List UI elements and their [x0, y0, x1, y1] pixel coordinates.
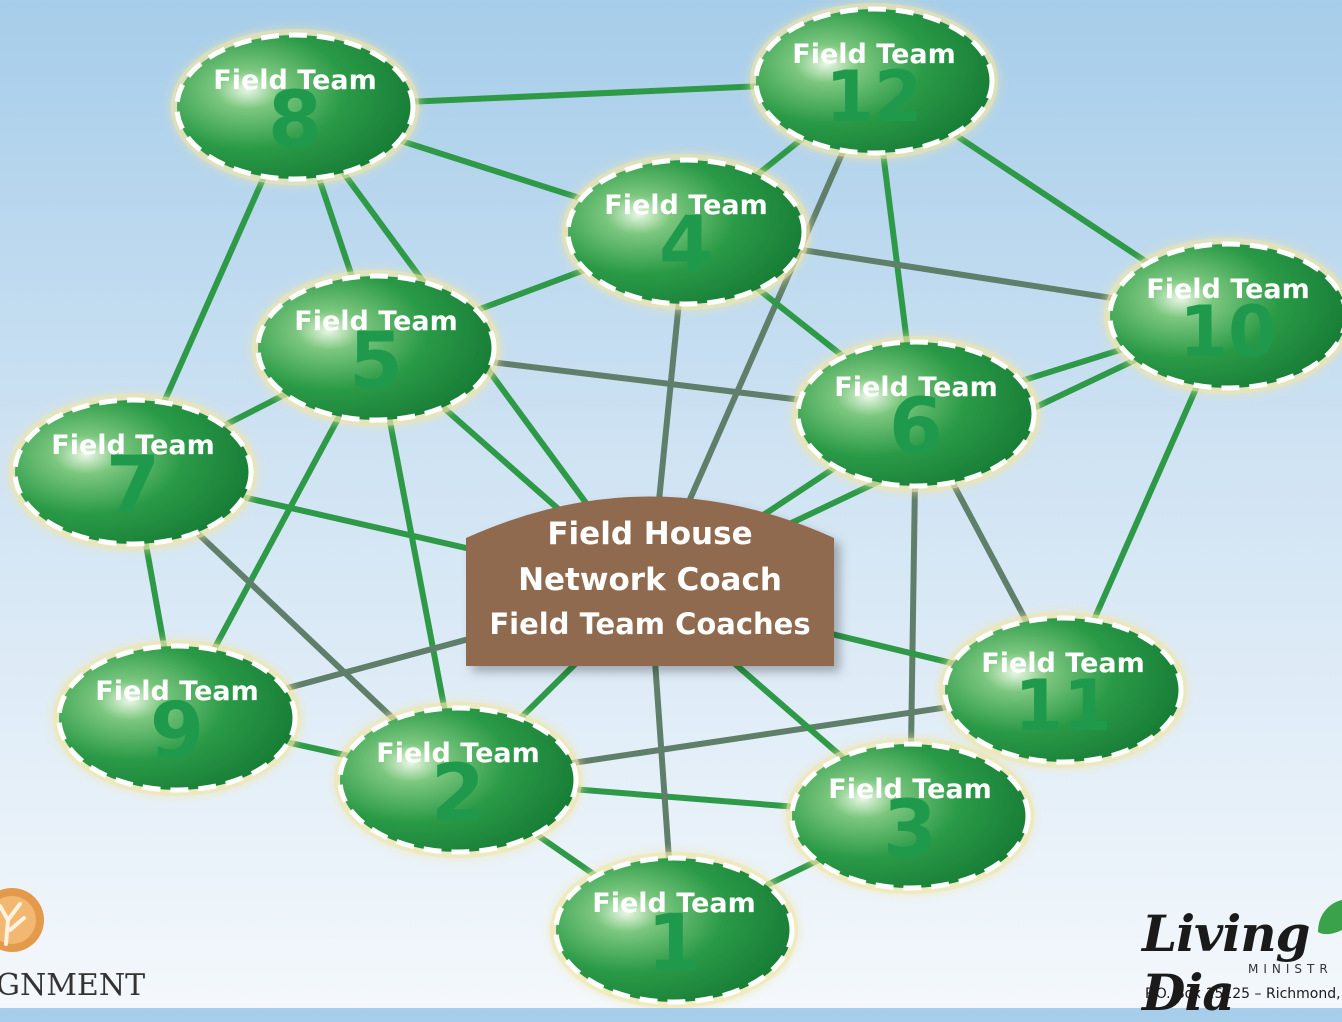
node-title: Field Team — [828, 774, 992, 805]
node-number: 6 — [889, 383, 943, 473]
node-title: Field Team — [1146, 274, 1310, 305]
node-title: Field Team — [51, 430, 215, 461]
node-number: 2 — [431, 749, 485, 839]
node-ellipse — [337, 705, 579, 855]
node-ellipse — [56, 643, 298, 793]
node-title: Field Team — [834, 372, 998, 403]
address-text: P.O. Box 15125 – Richmond, — [1145, 986, 1341, 1002]
field-house-hub: Field House Network Coach Field Team Coa… — [466, 496, 834, 666]
node-title: Field Team — [592, 888, 756, 919]
node-ellipse — [789, 741, 1031, 891]
field-house-shape — [466, 496, 834, 666]
node-title: Field Team — [604, 190, 768, 221]
node-number: 12 — [825, 56, 922, 138]
node-ellipse — [1107, 241, 1342, 391]
node-ellipse — [255, 273, 497, 423]
leaf-icon — [1318, 900, 1342, 935]
node-ellipse — [12, 397, 254, 547]
node-number: 11 — [1014, 665, 1111, 747]
node-title: Field Team — [376, 738, 540, 769]
hub-line-network-coach: Network Coach — [518, 562, 782, 598]
node-number: 5 — [349, 317, 403, 407]
node-number: 4 — [659, 201, 713, 291]
node-number: 3 — [883, 785, 937, 875]
node-title: Field Team — [792, 39, 956, 70]
node-number: 10 — [1179, 291, 1276, 373]
node-title: Field Team — [294, 306, 458, 337]
hub-line-field-team-coaches: Field Team Coaches — [489, 607, 810, 641]
node-number: 9 — [150, 687, 204, 777]
node-title: Field Team — [981, 648, 1145, 679]
node-title: Field Team — [95, 676, 259, 707]
node-number: 1 — [647, 899, 701, 989]
node-ellipse — [795, 339, 1037, 489]
node-ellipse — [942, 615, 1184, 765]
node-ellipse — [553, 855, 795, 1005]
alignment-logo-emblem — [0, 888, 44, 952]
hub-line-field-house: Field House — [547, 516, 752, 552]
node-ellipse — [565, 157, 807, 307]
node-ellipse — [174, 32, 416, 182]
node-number: 7 — [106, 441, 160, 531]
node-title: Field Team — [213, 65, 377, 96]
node-ellipse — [753, 6, 995, 156]
node-number: 8 — [268, 76, 322, 166]
ministries-logo-subtext: MINISTR — [1248, 962, 1333, 976]
alignment-logo-text: GNMENT — [0, 968, 146, 1003]
